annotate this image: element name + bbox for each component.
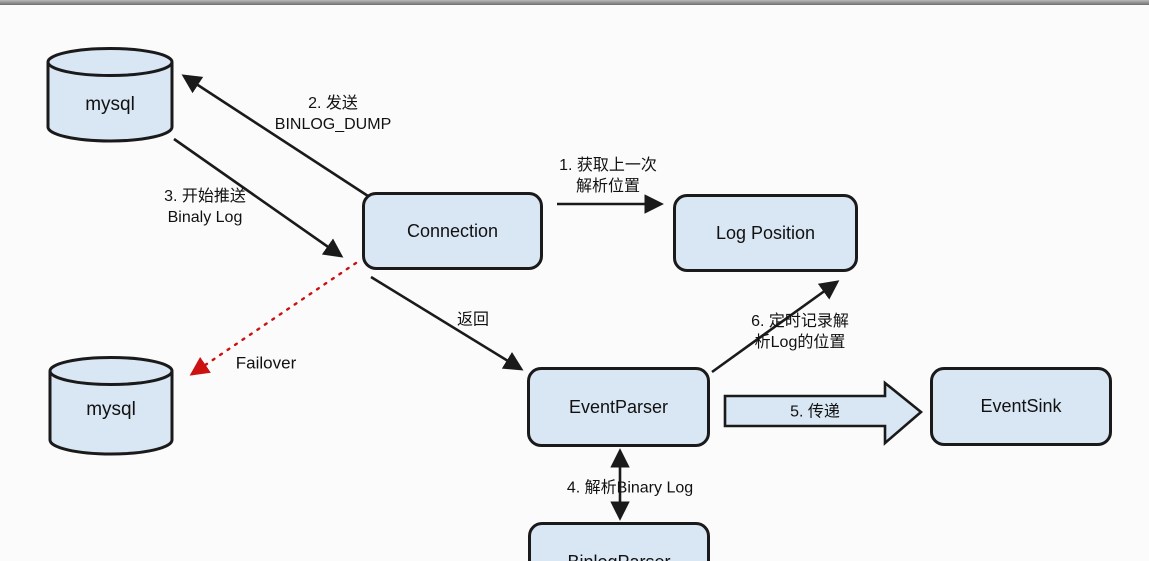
top-border (0, 0, 1149, 5)
mysql-standby-db: mysql (48, 355, 174, 464)
mysql-master-label: mysql (85, 94, 135, 115)
edge-label-return: 返回 (456, 311, 490, 329)
event-sink-label: EventSink (980, 396, 1062, 416)
edge-push-binlog (173, 137, 344, 258)
edge-pass-block-arrow (723, 380, 924, 446)
edge-label-fetch-position: 1. 获取上一次 解析位置 (559, 157, 657, 195)
connection-node: Connection (362, 192, 543, 270)
edge-send-binlog-dump (181, 74, 369, 198)
mysql-standby-label: mysql (86, 399, 136, 420)
binlog-parser-node: BinlogParser (528, 522, 710, 561)
edge-label-failover: Failover (235, 353, 297, 373)
edge-label-record-position: 6. 定时记录解 析Log的位置 (751, 313, 849, 351)
edge-failover (189, 261, 358, 376)
binlog-parser-label: BinlogParser (567, 552, 670, 561)
edge-record-position (711, 280, 840, 374)
edge-label-parse-binary-log: 4. 解析Binary Log (566, 479, 694, 497)
event-sink-node: EventSink (930, 367, 1112, 446)
mysql-master-db: mysql (46, 46, 174, 151)
edge-label-pass: 5. 传递 (790, 403, 840, 421)
log-position-node: Log Position (673, 194, 858, 272)
edge-return (370, 275, 524, 371)
edge-label-send-binlog-dump: 2. 发送 BINLOG_DUMP (274, 95, 392, 133)
log-position-label: Log Position (715, 222, 816, 243)
connection-label: Connection (406, 220, 499, 241)
event-parser-node: EventParser (527, 367, 710, 447)
edge-label-push-binlog: 3. 开始推送 Binaly Log (164, 188, 246, 226)
event-parser-label: EventParser (568, 396, 669, 417)
